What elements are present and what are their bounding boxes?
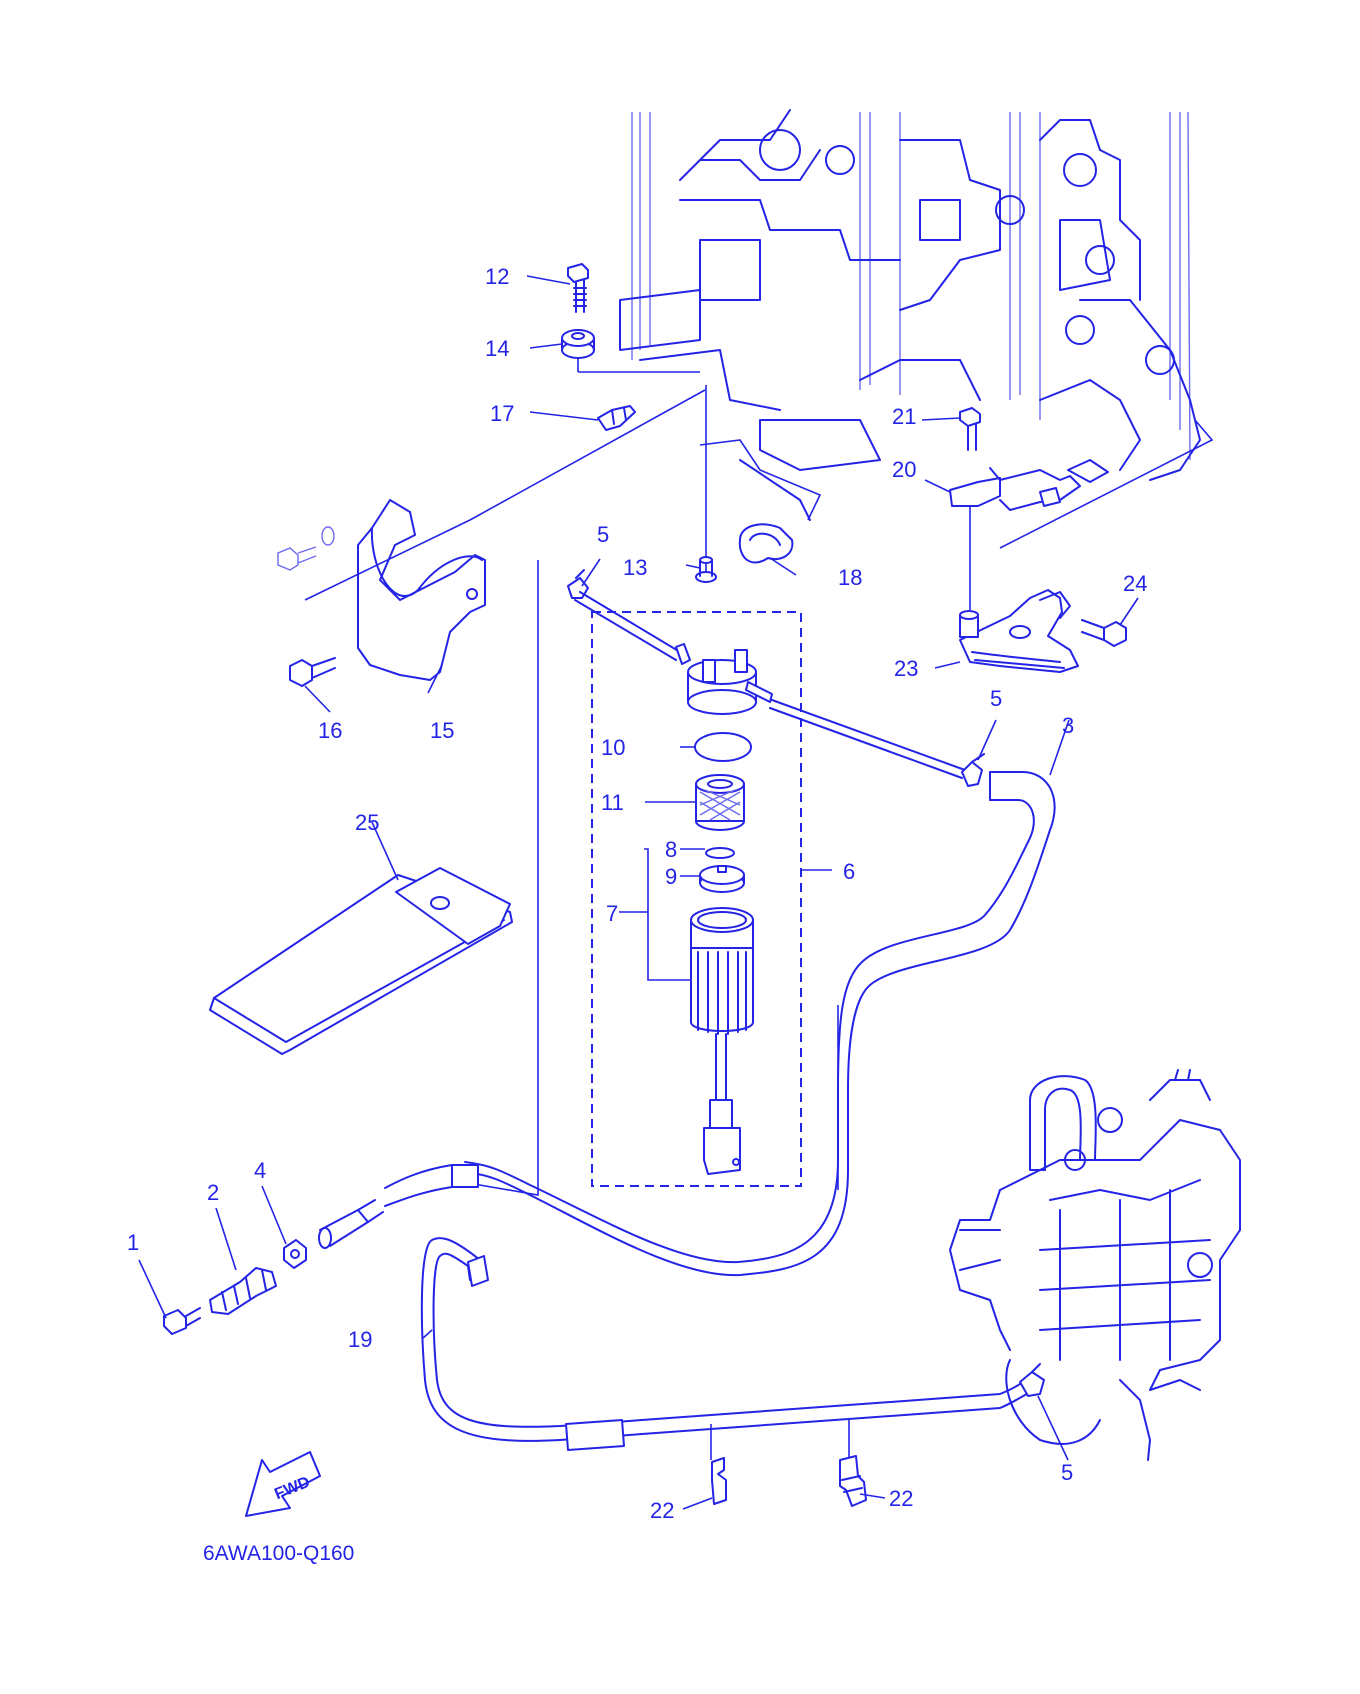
bracket-23 [959,589,1079,673]
bolt-12 [567,263,589,313]
label-8: 8 [665,837,677,862]
o-ring-8 [705,847,735,859]
label-12: 12 [485,264,509,289]
label-16: 16 [318,718,342,743]
label-21: 21 [892,404,916,429]
bolt-21 [959,407,981,451]
label-3: 3 [1062,713,1074,738]
label-10: 10 [601,735,625,760]
fitting-4-hose-end [318,1199,384,1249]
label-6: 6 [843,859,855,884]
label-7: 7 [606,901,618,926]
engine-block-illustration [619,109,1201,521]
manual-25 [209,867,513,1055]
label-13: 13 [623,555,647,580]
clip-5-top [567,569,589,599]
collar-13 [695,556,717,583]
filter-assembly-outline [591,611,802,1187]
label-2: 2 [207,1180,219,1205]
clip-5-right [961,753,985,787]
holder-18 [738,523,794,564]
bracket-20 [949,459,1109,511]
label-11: 11 [601,790,624,815]
label-15: 15 [430,718,454,743]
part-labels: 1 2 3 4 5 5 5 6 7 8 9 10 11 12 13 14 15 … [127,264,1147,1523]
bolt-16 [289,657,336,687]
label-24: 24 [1123,571,1147,596]
label-5-top: 5 [597,522,609,547]
label-1: 1 [127,1230,139,1255]
o-ring-10 [694,732,752,762]
clip-22-right [839,1455,867,1507]
diagram-code: 6AWA100-Q160 [203,1542,354,1565]
label-14: 14 [485,336,509,361]
filter-head [574,591,966,779]
callout-leaders [138,275,1139,1510]
label-5-bottom: 5 [1061,1460,1073,1485]
vapor-separator-illustration [949,1069,1241,1461]
bolt-24 [1081,619,1127,647]
label-22-left: 22 [650,1498,674,1523]
label-4: 4 [254,1158,266,1183]
label-5-right: 5 [990,686,1002,711]
bolt-upper-left [277,526,335,571]
label-25: 25 [355,810,379,835]
fwd-arrow-icon: FWD [245,1451,321,1517]
clamp-17 [597,405,636,431]
label-17: 17 [490,401,514,426]
fuel-hose-19 [420,1237,1031,1451]
bracket-15 [357,499,486,681]
bolt-1 [163,1307,201,1335]
filter-cup-7 [690,907,754,1175]
label-22-right: 22 [889,1486,913,1511]
label-23: 23 [894,656,918,681]
label-20: 20 [892,457,916,482]
label-9: 9 [665,864,677,889]
clip-5-bottom [1019,1363,1045,1397]
filter-element-11 [695,774,745,831]
label-19: 19 [348,1327,372,1352]
plug-2 [209,1267,277,1315]
nut-4 [283,1239,307,1269]
hose-3 [384,771,1056,1277]
grommet-14 [561,329,595,359]
clip-22-left [711,1457,727,1505]
element-holder-9 [699,865,745,893]
label-18: 18 [838,565,862,590]
